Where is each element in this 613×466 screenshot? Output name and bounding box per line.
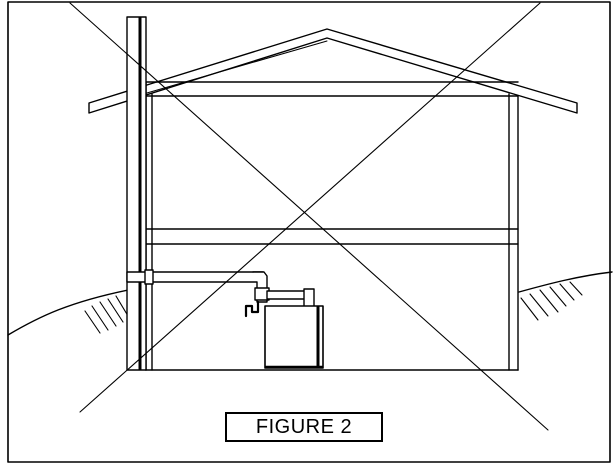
appliance-body bbox=[264, 305, 324, 369]
ground-left-hatch bbox=[84, 295, 129, 334]
ground-right-hatch bbox=[520, 281, 583, 321]
appliance-elbow bbox=[303, 288, 315, 308]
vent-collar bbox=[144, 269, 154, 285]
frame-border bbox=[7, 1, 611, 463]
ground-left bbox=[7, 289, 129, 336]
condensate-trap bbox=[244, 300, 260, 318]
cross-out-line-1 bbox=[69, 2, 549, 431]
roof bbox=[88, 28, 578, 114]
figure-label: FIGURE 2 bbox=[225, 412, 383, 442]
roof-inner-line bbox=[139, 40, 328, 96]
cross-out-line-2 bbox=[79, 2, 541, 413]
ground-right bbox=[518, 271, 613, 293]
chimney-pipe bbox=[126, 16, 147, 371]
